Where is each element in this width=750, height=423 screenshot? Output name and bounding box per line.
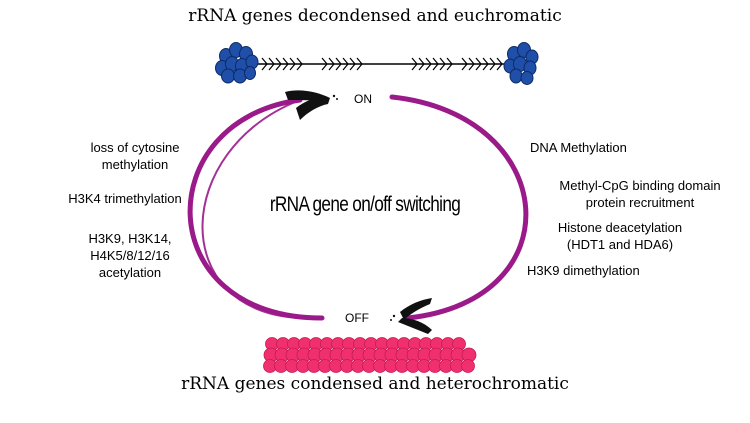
label-acetylation: H3K9, H3K14, H4K5/8/12/16 acetylation xyxy=(70,230,190,281)
label-line: H4K5/8/12/16 xyxy=(90,248,170,263)
left-nucleosome-cluster xyxy=(215,42,259,84)
label-line: Histone deacetylation xyxy=(557,220,683,235)
right-nucleosome-cluster xyxy=(503,42,539,85)
arrowhead-on xyxy=(285,90,338,120)
left-arc-arrow xyxy=(187,97,325,321)
label-line: (HDT1 and HDA6) xyxy=(566,237,674,252)
label-line: H3K9, H3K14, xyxy=(88,231,172,246)
heterochromatin-nucleosomes xyxy=(263,337,477,373)
label-methyl-cpg-binding: Methyl-CpG binding domain protein recrui… xyxy=(540,177,740,211)
label-dna-methylation: DNA Methylation xyxy=(530,140,627,155)
label-line: protein recruitment xyxy=(585,195,695,210)
label-line: loss of cytosine xyxy=(90,140,180,155)
label-line: methylation xyxy=(101,157,169,172)
label-loss-cytosine-methylation: loss of cytosine methylation xyxy=(70,139,200,173)
euchromatin-title: rRNA genes decondensed and euchromatic xyxy=(188,6,562,26)
state-on-label: ON xyxy=(354,92,372,106)
label-h3k9-dimethylation: H3K9 dimethylation xyxy=(527,263,640,278)
arrowhead-off xyxy=(390,298,432,334)
euchromatin-strand xyxy=(245,57,520,71)
right-arc-arrow xyxy=(389,94,529,321)
label-histone-deacetylation: Histone deacetylation (HDT1 and HDA6) xyxy=(540,219,700,253)
label-line: acetylation xyxy=(98,265,162,280)
heterochromatin-title: rRNA genes condensed and heterochromatic xyxy=(181,374,569,394)
label-h3k4-trimethylation: H3K4 trimethylation xyxy=(68,191,182,206)
state-off-label: OFF xyxy=(345,311,369,325)
label-line: Methyl-CpG binding domain xyxy=(559,178,721,193)
center-label: rRNA gene on/off switching xyxy=(269,193,461,216)
